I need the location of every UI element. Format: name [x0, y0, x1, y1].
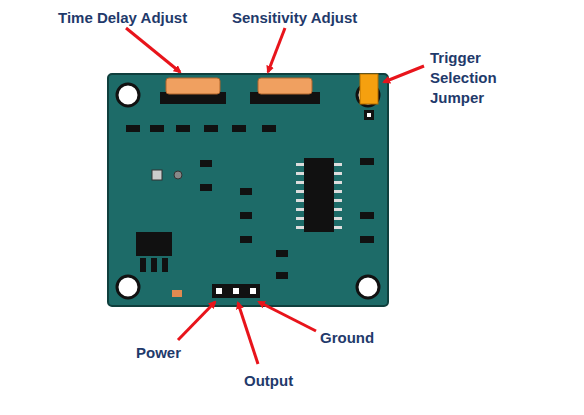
- pin-header: [212, 284, 260, 298]
- part-label: Trigger Selection Jumper: [430, 48, 550, 108]
- part-label: Ground: [320, 328, 400, 348]
- part-label: Output: [244, 371, 324, 391]
- part-label: Time Delay Adjust: [58, 8, 228, 28]
- part-label: Sensitivity Adjust: [232, 8, 402, 28]
- smd-components: [126, 125, 374, 279]
- leader-arrows: [126, 28, 424, 364]
- part-label: Power: [136, 343, 216, 363]
- mounting-holes: [117, 84, 379, 298]
- circuit-board: [108, 74, 388, 306]
- voltage-regulator: [136, 232, 172, 272]
- sensor-pads: [152, 170, 182, 180]
- sensitivity-potentiometer: [250, 78, 320, 104]
- resistor: [172, 290, 182, 297]
- ic-chip: [296, 158, 342, 232]
- time-delay-potentiometer: [160, 78, 226, 104]
- trigger-jumper: [360, 74, 378, 120]
